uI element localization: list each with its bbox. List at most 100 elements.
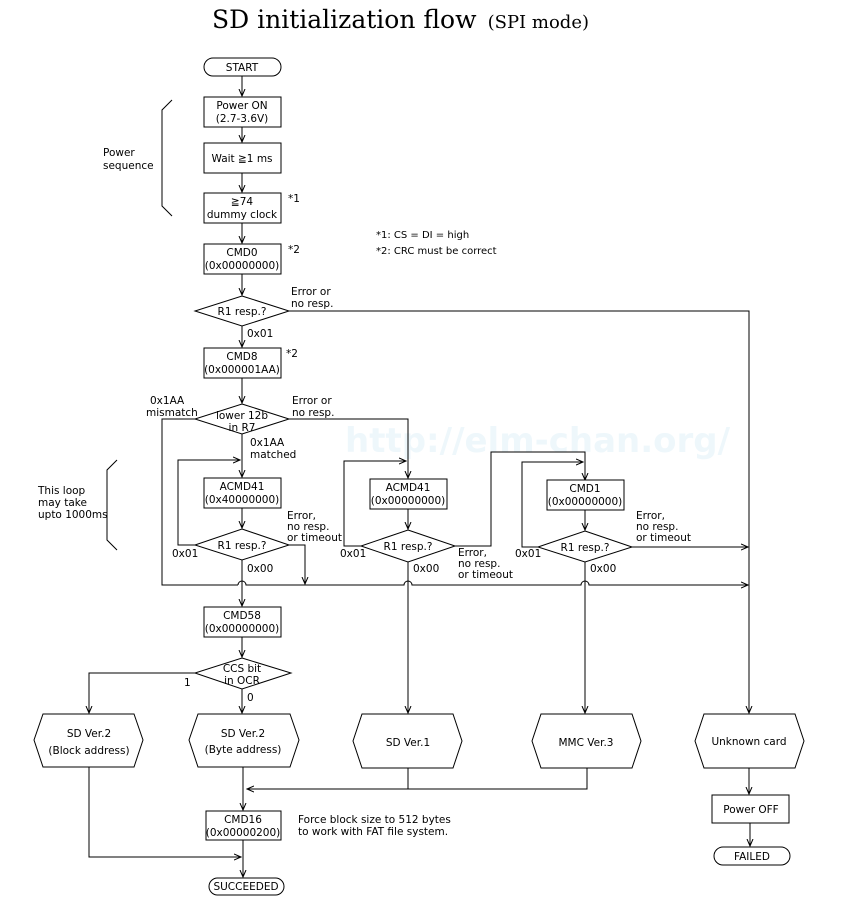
svg-text:dummy clock: dummy clock [207, 209, 278, 221]
cmd1-box: CMD1 (0x00000000) [546, 479, 625, 511]
r1-resp-decision-2: R1 resp.? [193, 528, 291, 561]
edge-label-matched: 0x1AA matched [250, 437, 296, 461]
edge-label-0x00: 0x00 [247, 563, 273, 575]
svg-text:R1 resp.?: R1 resp.? [218, 540, 267, 552]
svg-text:(Byte address): (Byte address) [205, 744, 282, 756]
result-unknown-card: Unknown card [694, 713, 805, 769]
svg-text:(0x000001AA): (0x000001AA) [204, 364, 280, 376]
svg-text:Power ON: Power ON [216, 100, 267, 112]
svg-text:FAILED: FAILED [734, 851, 770, 863]
ccs-bit-decision: CCS bit in OCR [193, 657, 293, 690]
mismatch-path [161, 418, 238, 586]
edge-label-0x00-3: 0x00 [590, 563, 616, 575]
error-path-to-acmd41 [289, 418, 408, 478]
start-terminal: START [203, 57, 282, 77]
svg-text:R1 resp.?: R1 resp.? [561, 542, 610, 554]
svg-text:SD Ver.2: SD Ver.2 [221, 728, 265, 740]
lower-12b-decision: lower 12b in R7 [193, 403, 291, 435]
svg-text:Unknown card: Unknown card [711, 736, 786, 748]
edge-label-loop-0x01: 0x01 [172, 548, 198, 560]
svg-text:in R7: in R7 [229, 422, 256, 434]
svg-text:(0x40000000): (0x40000000) [205, 494, 280, 506]
footnote-mark-2: *2 [288, 244, 300, 256]
edge-label-loop-0x01-2: 0x01 [340, 548, 366, 560]
edge-label-error: Error or no resp. [291, 286, 334, 310]
succeeded-terminal: SUCCEEDED [208, 877, 285, 896]
cmd58-box: CMD58 (0x00000000) [203, 606, 282, 638]
svg-text:ACMD41: ACMD41 [220, 481, 265, 493]
svg-text:lower 12b: lower 12b [216, 410, 268, 422]
timeout-path-to-cmd1 [455, 451, 585, 547]
svg-text:MMC Ver.3: MMC Ver.3 [559, 737, 614, 749]
edge-label-error-2: Error or no resp. [292, 395, 335, 419]
svg-text:(Block address): (Block address) [48, 745, 129, 757]
power-sequence-label: Power sequence [103, 147, 154, 172]
svg-text:in OCR: in OCR [224, 675, 260, 687]
svg-text:CMD8: CMD8 [226, 351, 257, 363]
svg-text:SD Ver.2: SD Ver.2 [67, 728, 111, 740]
timeout-path-1 [289, 544, 305, 584]
edge-label-mismatch: 0x1AA mismatch [146, 395, 198, 419]
svg-text:CMD16: CMD16 [224, 814, 262, 826]
mmc-v3-merge [408, 768, 588, 790]
cmd0-box: CMD0 (0x00000000) [203, 243, 282, 275]
loop-bracket [106, 459, 118, 551]
edge-label-loop-0x01-3: 0x01 [515, 548, 541, 560]
loop-note: This loop may take upto 1000ms [37, 485, 108, 521]
svg-text:(0x00000200): (0x00000200) [206, 827, 281, 839]
svg-text:R1 resp.?: R1 resp.? [218, 306, 267, 318]
start-label: START [226, 62, 259, 74]
edge-label-timeout-3: Error, no resp. or timeout [636, 510, 691, 544]
sd-v1-merge [247, 768, 409, 789]
svg-text:(0x00000000): (0x00000000) [548, 496, 623, 508]
error-path-to-unknown [289, 310, 749, 713]
footnote-mark-1: *1 [288, 193, 300, 205]
svg-text:Wait ≧1 ms: Wait ≧1 ms [211, 153, 272, 165]
block-address-path [88, 767, 241, 857]
svg-text:SD Ver.1: SD Ver.1 [386, 737, 430, 749]
note-cs-di-high: *1: CS = DI = high [376, 230, 469, 241]
title-main: SD initialization flow [212, 5, 477, 34]
retry-loop-1 [177, 460, 240, 546]
retry-loop-2 [343, 461, 406, 547]
acmd41-box: ACMD41 (0x00000000) [369, 478, 448, 510]
svg-text:SUCCEEDED: SUCCEEDED [213, 881, 278, 893]
svg-text:ACMD41: ACMD41 [386, 482, 431, 494]
dummy-clock-box: ≧74 dummy clock [203, 192, 282, 224]
page-title: SD initialization flow (SPI mode) [212, 5, 589, 34]
result-sd-v2-byte: SD Ver.2 (Byte address) [188, 713, 300, 768]
wait-box: Wait ≧1 ms [203, 142, 282, 174]
cmd16-box: CMD16 (0x00000200) [205, 810, 282, 841]
svg-text:(0x00000000): (0x00000000) [205, 623, 280, 635]
r1-resp-decision-4: R1 resp.? [536, 530, 634, 563]
force-block-note: Force block size to 512 bytes to work wi… [298, 814, 454, 838]
footnote-mark-2b: *2 [286, 348, 298, 360]
edge-label-ccs-0: 0 [247, 692, 254, 704]
result-sd-v2-block: SD Ver.2 (Block address) [33, 713, 144, 768]
error-bus-line [237, 580, 748, 585]
edge-label-ccs-1: 1 [184, 677, 191, 689]
r1-resp-decision-3: R1 resp.? [359, 529, 457, 563]
cmd8-box: CMD8 (0x000001AA) [203, 347, 282, 379]
svg-text:CMD58: CMD58 [223, 610, 261, 622]
edge-label-0x00-2: 0x00 [413, 563, 439, 575]
retry-loop-3 [521, 462, 583, 548]
failed-terminal: FAILED [713, 846, 791, 866]
acmd41-hcs-box: ACMD41 (0x40000000) [203, 477, 282, 509]
svg-text:(0x00000000): (0x00000000) [371, 495, 446, 507]
svg-text:CMD0: CMD0 [226, 247, 257, 259]
power-on-box: Power ON (2.7-3.6V) [203, 96, 282, 128]
svg-text:Power OFF: Power OFF [723, 804, 778, 816]
title-sub: (SPI mode) [488, 12, 589, 33]
edge-label-timeout-1: Error, no resp. or timeout [287, 510, 342, 544]
watermark: http://elm-chan.org/ [345, 421, 731, 461]
edge-label-0x01: 0x01 [247, 328, 273, 340]
result-mmc-v3: MMC Ver.3 [531, 713, 642, 769]
svg-text:≧74: ≧74 [231, 196, 253, 208]
power-sequence-bracket [161, 99, 173, 217]
svg-text:CCS bit: CCS bit [223, 663, 261, 675]
edge-label-timeout-2: Error, no resp. or timeout [458, 547, 513, 581]
note-crc-correct: *2: CRC must be correct [376, 246, 497, 257]
svg-text:CMD1: CMD1 [569, 483, 600, 495]
